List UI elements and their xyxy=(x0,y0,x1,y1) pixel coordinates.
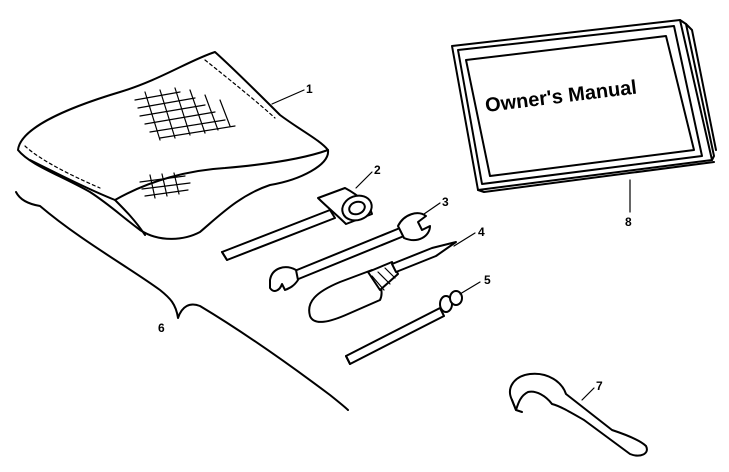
bag-hatch-top xyxy=(134,87,236,141)
owners-manual-book: Owner's Manual xyxy=(451,19,717,193)
callout-6: 6 xyxy=(158,321,165,335)
hook-spanner xyxy=(509,372,648,457)
open-end-wrench xyxy=(269,212,431,292)
bag-hatch-bottom xyxy=(139,172,191,199)
callout-3: 3 xyxy=(442,195,449,209)
callout-8: 8 xyxy=(625,215,632,229)
leader-lines xyxy=(271,89,631,401)
callout-1: 1 xyxy=(306,82,313,96)
callout-7: 7 xyxy=(596,379,603,393)
callout-2: 2 xyxy=(374,163,381,177)
socket-wrench xyxy=(221,187,373,261)
extension-bar xyxy=(345,290,463,365)
callout-4: 4 xyxy=(478,225,485,239)
group-bracket xyxy=(15,191,349,411)
callout-5: 5 xyxy=(484,273,491,287)
screwdriver xyxy=(308,241,457,323)
tool-bag xyxy=(17,51,330,240)
